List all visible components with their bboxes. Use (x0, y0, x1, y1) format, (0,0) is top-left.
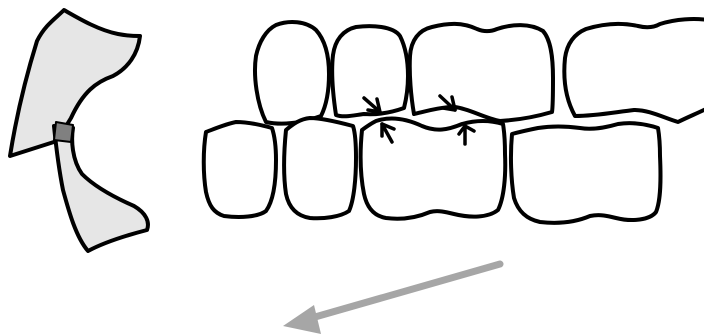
upper-molar-1 (410, 24, 553, 121)
upper-molar-2 (564, 19, 704, 122)
upper-incisor (10, 10, 140, 156)
upper-premolar-1 (255, 22, 329, 124)
incisor-contact-mark (54, 122, 73, 142)
lower-premolar-2 (284, 118, 356, 218)
lower-premolar-1 (204, 122, 276, 217)
direction-arrow (283, 264, 500, 334)
lower-incisor (54, 126, 148, 251)
lower-molar-2 (511, 123, 661, 223)
